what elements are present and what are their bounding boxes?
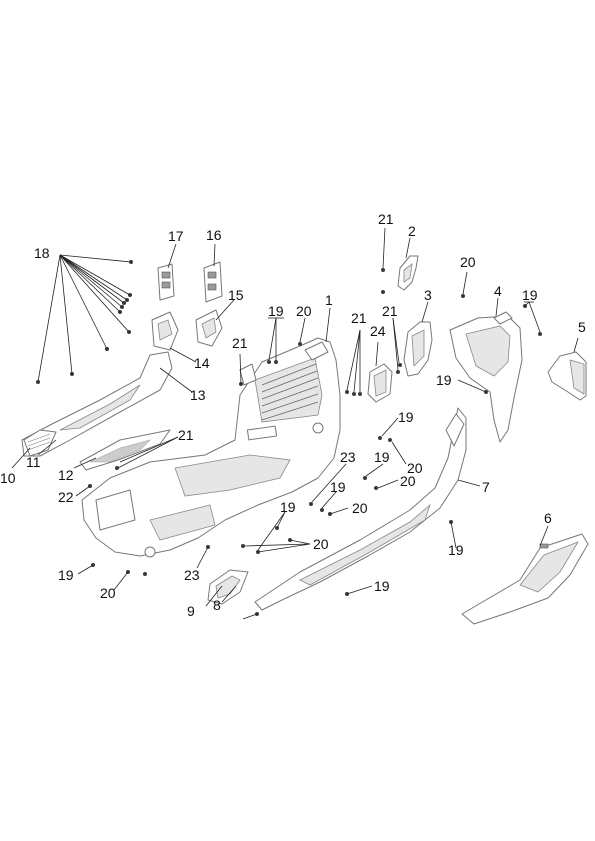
callout-19: 19 — [330, 479, 346, 495]
callout-21: 21 — [232, 335, 248, 351]
callout-8: 8 — [213, 597, 221, 613]
callout-1: 1 — [325, 292, 333, 308]
callout-19: 19 — [58, 567, 74, 583]
callout-19: 19 — [436, 372, 452, 388]
callout-21: 21 — [351, 310, 367, 326]
fasteners — [36, 260, 542, 616]
part-5-cap — [547, 351, 587, 401]
part-1-floor-panel — [81, 337, 341, 558]
callout-19: 19 — [398, 409, 414, 425]
callout-11: 11 — [26, 454, 41, 470]
part-2-bracket — [397, 255, 419, 291]
callout-21: 21 — [178, 427, 194, 443]
callout-2: 2 — [408, 223, 416, 239]
callout-labels: 1 2 3 4 5 6 7 8 9 10 11 12 13 14 15 16 1… — [0, 211, 586, 619]
part-13-footboard-rail — [21, 351, 173, 457]
part-6-side-skirt — [461, 533, 589, 625]
callout-20: 20 — [296, 303, 312, 319]
part-14-17-brackets — [151, 263, 179, 351]
callout-18: 18 — [34, 245, 50, 261]
part-12-mat — [79, 429, 171, 471]
part-24-latch — [367, 363, 393, 403]
part-7-lower-trim — [254, 407, 467, 611]
callout-13: 13 — [190, 387, 206, 403]
callout-7: 7 — [482, 479, 490, 495]
callout-6: 6 — [544, 510, 552, 526]
part-15-16-brackets — [195, 261, 223, 347]
callout-20: 20 — [313, 536, 329, 552]
callout-20: 20 — [460, 254, 476, 270]
callout-10: 10 — [0, 470, 16, 486]
callout-5: 5 — [578, 319, 586, 335]
callout-19: 19 — [280, 499, 296, 515]
callout-22: 22 — [58, 489, 74, 505]
callout-9: 9 — [187, 603, 195, 619]
callout-21: 21 — [378, 211, 394, 227]
part-3-cover — [403, 321, 433, 377]
callout-23: 23 — [340, 449, 356, 465]
callout-19: 19 — [448, 542, 464, 558]
leader-lines — [11, 227, 579, 620]
callout-3: 3 — [424, 287, 432, 303]
part-4-side-panel — [449, 311, 523, 443]
callout-17: 17 — [168, 228, 184, 244]
callout-20: 20 — [400, 473, 416, 489]
callout-20: 20 — [352, 500, 368, 516]
callout-20: 20 — [407, 460, 423, 476]
callout-20: 20 — [100, 585, 116, 601]
callout-19: 19 — [374, 578, 390, 594]
callout-24: 24 — [370, 323, 386, 339]
callout-12: 12 — [58, 467, 74, 483]
callout-15: 15 — [228, 287, 244, 303]
callout-16: 16 — [206, 227, 222, 243]
callout-21: 21 — [382, 303, 398, 319]
callout-23: 23 — [184, 567, 200, 583]
callout-19: 19 — [522, 287, 538, 303]
callout-4: 4 — [494, 283, 502, 299]
callout-19: 19 — [374, 449, 390, 465]
callout-19: 19 — [268, 303, 284, 319]
callout-14: 14 — [194, 355, 210, 371]
